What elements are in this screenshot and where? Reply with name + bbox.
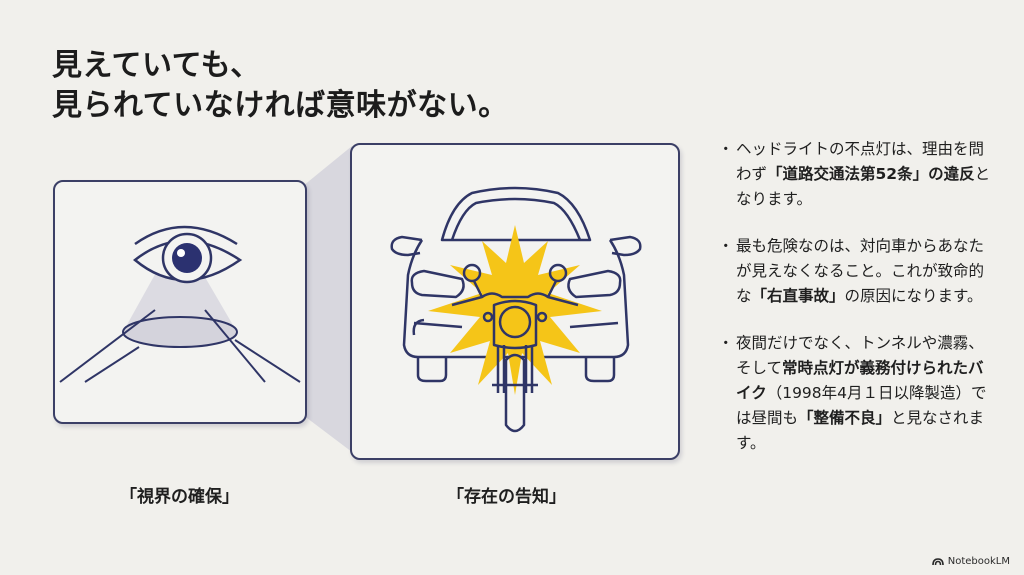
title-line-2: 見られていなければ意味がない。 [52,88,509,123]
eye-field-of-view-icon [59,225,301,383]
bullet-item: ・ 最も危険なのは、対向車からあなたが見えなくなること。これが致命的な「右直事故… [716,234,996,309]
presence-caption: 「存在の告知」 [447,487,566,507]
bullet-item: ・ 夜間だけでなく、トンネルや濃霧、そして常時点灯が義務付けられたバイク（199… [716,331,996,456]
visibility-caption: 「視界の確保」 [120,487,239,507]
visibility-panel [53,180,307,424]
bullet-list: ・ ヘッドライトの不点灯は、理由を問わず「道路交通法第52条」の違反となります。… [716,137,996,478]
bullet-item: ・ ヘッドライトの不点灯は、理由を問わず「道路交通法第52条」の違反となります。 [716,137,996,212]
presence-panel [350,143,680,460]
brand-label: NotebookLM [947,556,1010,567]
slide-title: 見えていても、 見られていなければ意味がない。 [52,46,509,126]
brand-watermark: NotebookLM [931,556,1010,567]
bullet-dot: ・ [718,334,734,352]
notebooklm-logo-icon [931,558,944,566]
car-motorcycle-headlight-icon [390,186,642,433]
bullet-dot: ・ [718,237,734,255]
bullet-dot: ・ [718,140,734,158]
title-line-1: 見えていても、 [52,48,261,83]
